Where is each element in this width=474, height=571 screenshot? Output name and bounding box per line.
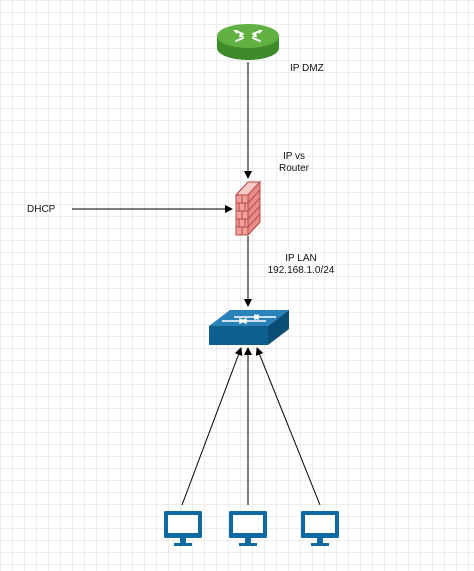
dhcp-label: DHCP — [27, 204, 56, 215]
router-icon[interactable] — [217, 24, 279, 60]
firewall-icon[interactable] — [234, 180, 262, 237]
network-switch-icon[interactable] — [209, 310, 289, 345]
ip-lan-label-line2: 192.168.1.0/24 — [267, 265, 335, 276]
workstation-right-to-switch-arrow[interactable] — [255, 347, 321, 506]
ip-vs-router-label: IP vs Router — [274, 151, 314, 175]
workstation-left-to-switch-arrow[interactable] — [181, 347, 243, 506]
ip-vs-label-line2: Router — [278, 163, 309, 174]
monitor-icon[interactable] — [301, 511, 339, 546]
ip-vs-label-line1: IP vs — [282, 151, 306, 162]
ip-lan-label-line1: IP LAN — [285, 253, 317, 264]
ip-dmz-label: IP DMZ — [290, 63, 324, 74]
monitor-icon[interactable] — [164, 511, 202, 546]
monitor-icon[interactable] — [229, 511, 267, 546]
ip-lan-label: IP LAN 192.168.1.0/24 — [262, 253, 340, 277]
connectors — [72, 62, 321, 506]
